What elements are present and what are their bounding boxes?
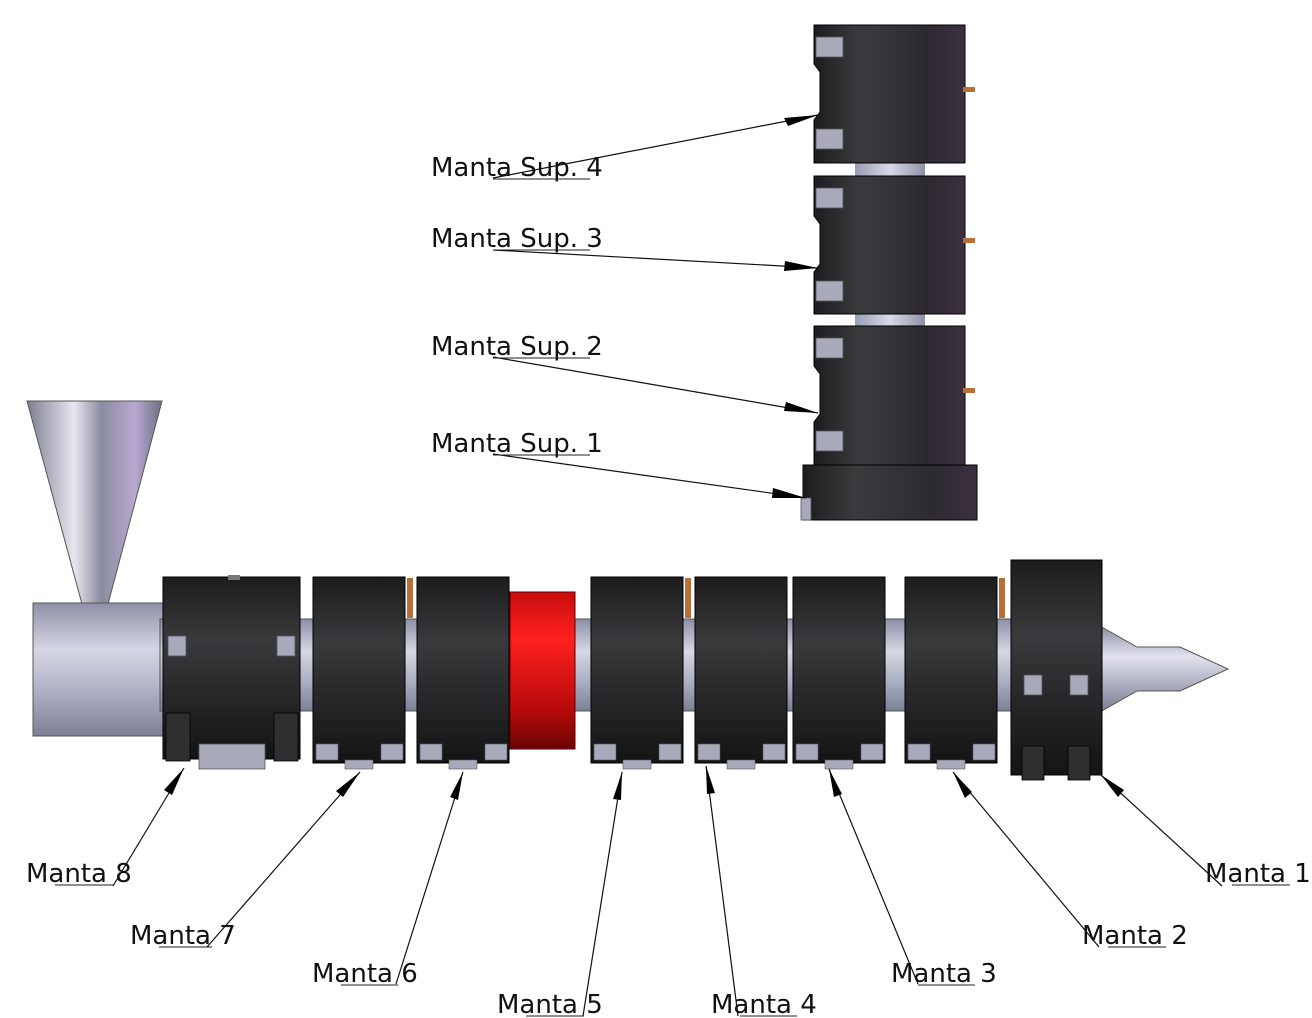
leader-7 xyxy=(206,771,361,948)
arrow-1 xyxy=(1101,775,1124,797)
heater-band-sup-1 xyxy=(800,464,978,521)
label-manta-3: Manta 3 xyxy=(891,959,997,989)
leader-5 xyxy=(582,771,623,1017)
heater-band-5 xyxy=(590,576,691,770)
leader-sup-1 xyxy=(492,453,807,499)
label-sup-3: Manta Sup. 3 xyxy=(431,224,603,254)
label-manta-8: Manta 8 xyxy=(26,859,132,889)
extruder-assembly xyxy=(26,400,1230,781)
upper-heater-stack xyxy=(800,24,978,521)
leader-3 xyxy=(828,768,919,985)
label-sup-4: Manta Sup. 4 xyxy=(431,153,603,183)
heater-band-7 xyxy=(312,576,413,770)
heater-band-2 xyxy=(904,576,1005,770)
arrow-sup-1 xyxy=(772,488,806,498)
nozzle xyxy=(1099,625,1230,713)
leader-lines xyxy=(112,114,1223,1017)
label-manta-6: Manta 6 xyxy=(312,959,418,989)
arrow-2 xyxy=(953,772,972,798)
label-sup-2: Manta Sup. 2 xyxy=(431,332,603,362)
heater-band-sup-4 xyxy=(813,24,975,164)
leader-6 xyxy=(395,771,464,985)
label-manta-2: Manta 2 xyxy=(1082,921,1188,951)
callout-labels: Manta Sup. 4 Manta Sup. 3 Manta Sup. 2 M… xyxy=(26,153,1311,1018)
arrow-sup-3 xyxy=(784,261,818,271)
arrow-sup-4 xyxy=(784,115,818,126)
label-sup-1: Manta Sup. 1 xyxy=(431,429,603,459)
arrow-4 xyxy=(706,766,715,794)
leader-4 xyxy=(705,765,739,1017)
arrow-5 xyxy=(613,772,622,800)
label-manta-4: Manta 4 xyxy=(711,990,817,1018)
heater-band-6 xyxy=(416,576,510,770)
heater-band-8 xyxy=(162,575,301,770)
label-manta-5: Manta 5 xyxy=(497,990,603,1018)
leader-1 xyxy=(1100,774,1223,887)
upper-barrel-segment xyxy=(855,160,925,178)
leader-sup-3 xyxy=(492,249,819,269)
heater-band-1 xyxy=(1010,559,1103,781)
arrow-7 xyxy=(336,772,360,797)
hopper xyxy=(26,400,163,605)
leader-2 xyxy=(952,771,1100,948)
feed-block xyxy=(32,602,166,737)
label-manta-1: Manta 1 xyxy=(1205,859,1311,889)
arrow-sup-2 xyxy=(784,402,818,413)
arrow-6 xyxy=(450,772,463,800)
leader-sup-2 xyxy=(492,356,819,414)
arrow-8 xyxy=(164,768,184,795)
arrow-3 xyxy=(829,769,842,797)
heater-band-sup-3 xyxy=(813,175,975,315)
red-zone-band xyxy=(509,591,576,750)
label-manta-7: Manta 7 xyxy=(130,921,236,951)
leader-sup-4 xyxy=(492,114,819,179)
heater-band-sup-2 xyxy=(813,325,975,466)
heater-band-4 xyxy=(694,576,788,770)
heater-band-3 xyxy=(792,576,886,770)
upper-barrel-segment xyxy=(855,312,925,328)
